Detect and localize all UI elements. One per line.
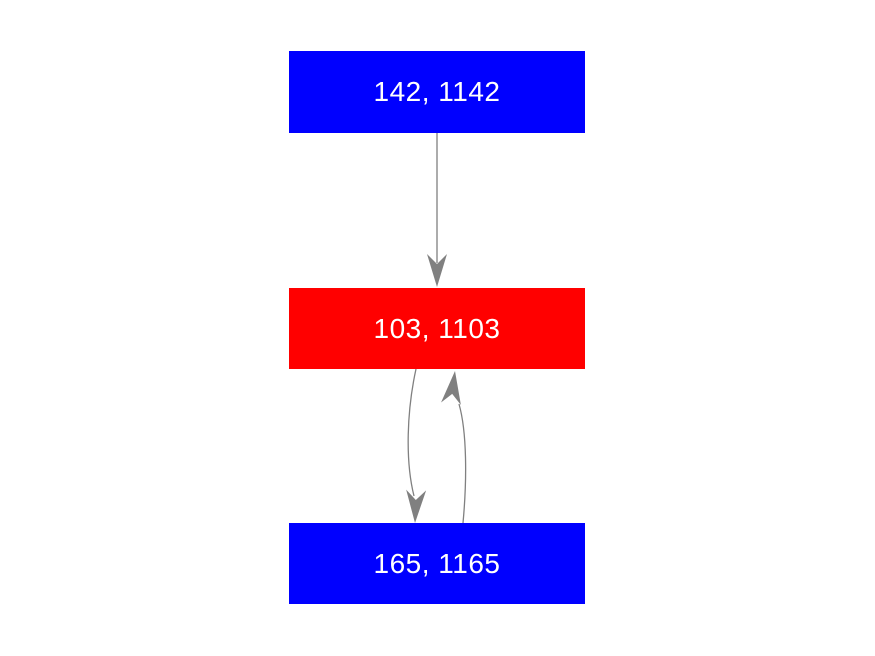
edge-bottom-to-middle-line [458,403,467,524]
edge-bottom-to-middle [441,371,467,524]
node-label: 142, 1142 [373,76,501,107]
edge-top-to-middle [427,133,447,287]
arrowhead-down-icon [427,254,447,287]
node-middle: 103, 1103 [289,288,585,369]
node-label: 103, 1103 [373,312,501,344]
arrowhead-down-icon [406,489,427,523]
node-bottom: 165, 1165 [289,523,585,604]
edge-middle-to-bottom-line [407,368,417,497]
arrowhead-up-icon [441,371,461,405]
node-top: 142, 1142 [289,51,585,133]
edge-middle-to-bottom [406,368,427,523]
node-label: 165, 1165 [373,547,501,579]
